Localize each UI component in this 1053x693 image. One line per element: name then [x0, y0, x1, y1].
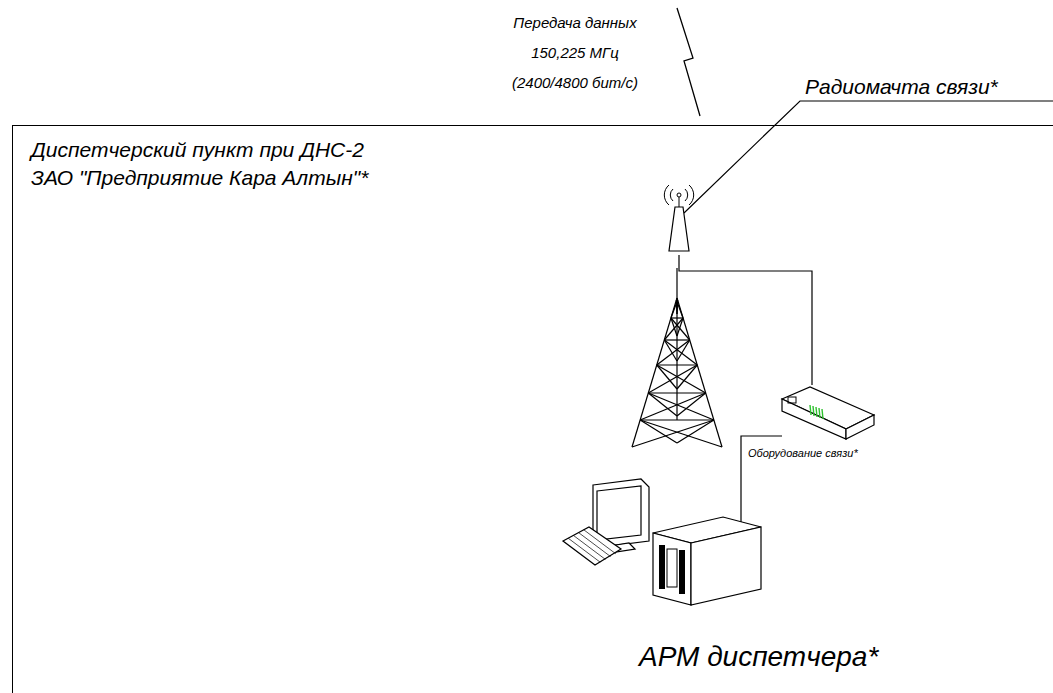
keyboard-keys: [573, 535, 605, 559]
radio-waves: [664, 185, 693, 205]
note-label: Передача данных: [445, 14, 705, 31]
modem-side: [846, 415, 874, 439]
server-side: [691, 527, 761, 605]
modem-lights: [810, 405, 811, 415]
antenna-icon: [659, 173, 699, 255]
tower-brace: [676, 300, 678, 314]
lightning-bolt: [677, 8, 700, 116]
server-panel: [659, 545, 665, 589]
tower-brace: [677, 393, 706, 416]
tower-brace: [640, 420, 722, 447]
tower-brace: [648, 392, 705, 393]
leader-line: [684, 101, 1053, 213]
tower-brace: [671, 318, 677, 336]
tower-brace: [664, 340, 677, 361]
antenna-mast: Радиомачта связи*: [659, 173, 699, 255]
modem-lights: [813, 406, 814, 416]
antenna-cone: [669, 207, 689, 251]
server-front: [653, 533, 691, 605]
antenna-tip: [677, 193, 681, 197]
note-label: 150,225 МГц: [445, 44, 705, 61]
note-label: (2400/4800 бит/с): [445, 74, 705, 91]
modem-front: [782, 399, 846, 439]
tower-brace: [657, 365, 677, 389]
workstation-icon: [651, 515, 763, 607]
region-title: Диспетчерский пункт при ДНС-2 ЗАО "Предп…: [31, 136, 431, 192]
tower-brace: [657, 340, 690, 365]
workstation-label: АРМ диспетчера*: [639, 641, 878, 673]
tower-brace: [664, 340, 697, 365]
tower-brace: [640, 420, 677, 443]
tower-brace: [677, 340, 690, 361]
mast-label: Радиомачта связи*: [805, 75, 998, 99]
monitor-screen: [597, 486, 641, 540]
region-box: Радиомачта связи* Оборудование связи* АРМ …: [12, 125, 1053, 693]
tower-brace: [671, 317, 683, 318]
antenna-rod: [679, 197, 680, 207]
server-bays: [667, 549, 677, 587]
signal-wire: [679, 255, 812, 385]
tower-brace: [640, 393, 706, 420]
modem-lights: [819, 408, 820, 418]
keyboard-keys: [579, 533, 611, 557]
modem-device: Оборудование связи*: [780, 385, 876, 441]
tower-brace: [648, 365, 697, 393]
lattice-tower: [632, 268, 722, 447]
tower-brace: [677, 365, 697, 389]
tower-brace: [677, 318, 683, 336]
tower-brace: [648, 393, 677, 416]
modem-led: [788, 397, 796, 403]
tower-brace: [677, 420, 714, 443]
modem-icon: [780, 385, 876, 441]
workstation: АРМ диспетчера*: [651, 515, 763, 607]
tower-brace: [664, 339, 689, 340]
keyboard-keys: [584, 530, 616, 554]
tower-brace: [671, 300, 678, 318]
keyboard-keys: [568, 538, 600, 562]
modem-lights: [822, 409, 823, 419]
tower-brace: [657, 365, 706, 393]
tower-brace: [664, 318, 683, 340]
tower-brace: [676, 300, 683, 318]
server-panel: [679, 550, 685, 594]
tower-brace: [676, 300, 678, 314]
tower-brace: [640, 419, 714, 420]
device-label: Оборудование связи*: [748, 447, 858, 459]
modem-lights: [816, 407, 817, 417]
tower-brace: [632, 420, 714, 447]
tower-brace: [657, 364, 697, 365]
keyboard: [563, 527, 621, 565]
tower-brace: [648, 393, 714, 420]
